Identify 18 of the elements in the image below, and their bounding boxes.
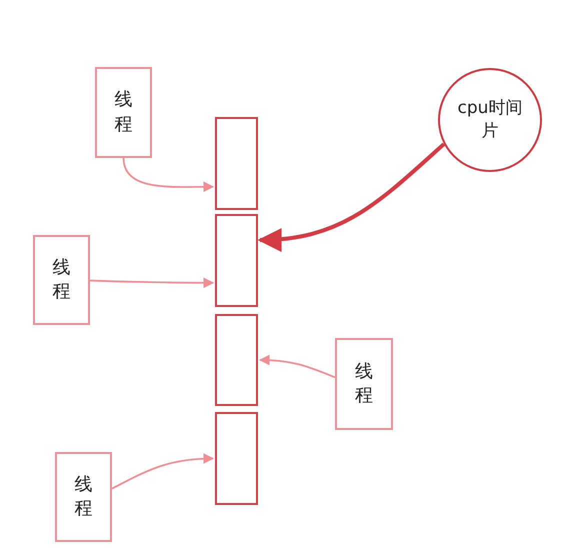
thread-box	[55, 452, 112, 542]
label-text: 线程	[74, 472, 94, 521]
slot-box	[215, 314, 258, 406]
thread-box	[33, 235, 90, 325]
thread-box	[335, 338, 393, 430]
arrow	[122, 158, 214, 192]
slot-box	[215, 117, 258, 210]
label-text: 线程	[354, 360, 374, 408]
slot-box	[215, 412, 258, 505]
arrow	[258, 354, 336, 378]
arrow	[90, 277, 214, 288]
arrow	[112, 453, 214, 490]
slot-box	[215, 214, 258, 307]
label-text: 线程	[52, 256, 72, 304]
thread-box	[95, 67, 152, 158]
arrow	[258, 142, 446, 252]
label-text: 线程	[114, 88, 134, 136]
label-text: cpu时间片	[456, 97, 524, 143]
